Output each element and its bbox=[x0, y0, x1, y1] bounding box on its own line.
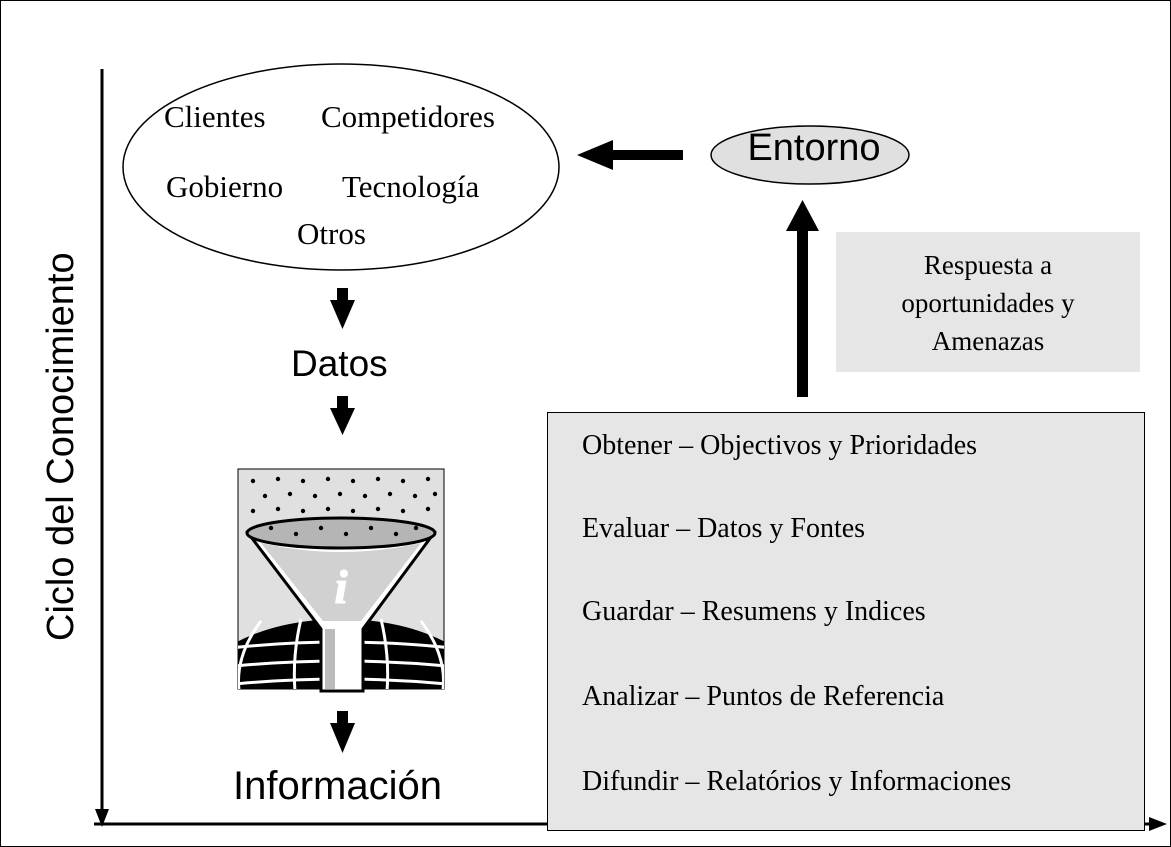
source-otros: Otros bbox=[297, 216, 366, 251]
response-text: Respuesta a oportunidades y Amenazas bbox=[836, 246, 1140, 360]
information-funnel-globe-icon: i bbox=[237, 468, 445, 693]
entorno-label: Entorno bbox=[747, 127, 881, 169]
source-tecnologia: Tecnología bbox=[342, 169, 480, 204]
arrow-down-to-datos bbox=[330, 288, 355, 329]
arrow-up-head bbox=[786, 200, 819, 231]
response-line-2: oportunidades y bbox=[901, 288, 1075, 318]
vertical-axis-arrowhead bbox=[95, 809, 109, 827]
environment-sources-ellipse bbox=[122, 63, 560, 271]
response-box: Respuesta a oportunidades y Amenazas bbox=[836, 232, 1140, 372]
arrow-down-to-informacion bbox=[330, 711, 355, 753]
horizontal-axis-arrowhead bbox=[1149, 817, 1167, 831]
entorno-ellipse bbox=[710, 125, 910, 185]
arrow-down-to-funnel bbox=[330, 396, 355, 435]
vertical-axis-label: Ciclo del Conocimiento bbox=[40, 252, 82, 641]
datos-label: Datos bbox=[291, 343, 388, 384]
response-line-1: Respuesta a bbox=[923, 250, 1053, 280]
source-gobierno: Gobierno bbox=[166, 169, 284, 204]
step-evaluar: Evaluar – Datos y Fontes bbox=[582, 513, 866, 544]
source-clientes: Clientes bbox=[164, 99, 266, 134]
step-guardar: Guardar – Resumens y Indices bbox=[582, 596, 926, 627]
informacion-label: Información bbox=[233, 764, 442, 808]
svg-text:i: i bbox=[334, 561, 348, 614]
arrow-entorno-to-sources-shaft bbox=[611, 150, 683, 160]
step-difundir: Difundir – Relatórios y Informaciones bbox=[582, 766, 1012, 797]
arrow-entorno-to-sources-head bbox=[577, 140, 613, 170]
source-competidores: Competidores bbox=[321, 99, 495, 134]
step-analizar: Analizar – Puntos de Referencia bbox=[582, 681, 945, 712]
response-line-3: Amenazas bbox=[931, 326, 1045, 356]
step-obtener: Obtener – Objectivos y Prioridades bbox=[582, 430, 978, 461]
arrow-up-shaft bbox=[797, 229, 808, 397]
cycle-steps-box: Obtener – Objectivos y Prioridades Evalu… bbox=[547, 412, 1145, 831]
